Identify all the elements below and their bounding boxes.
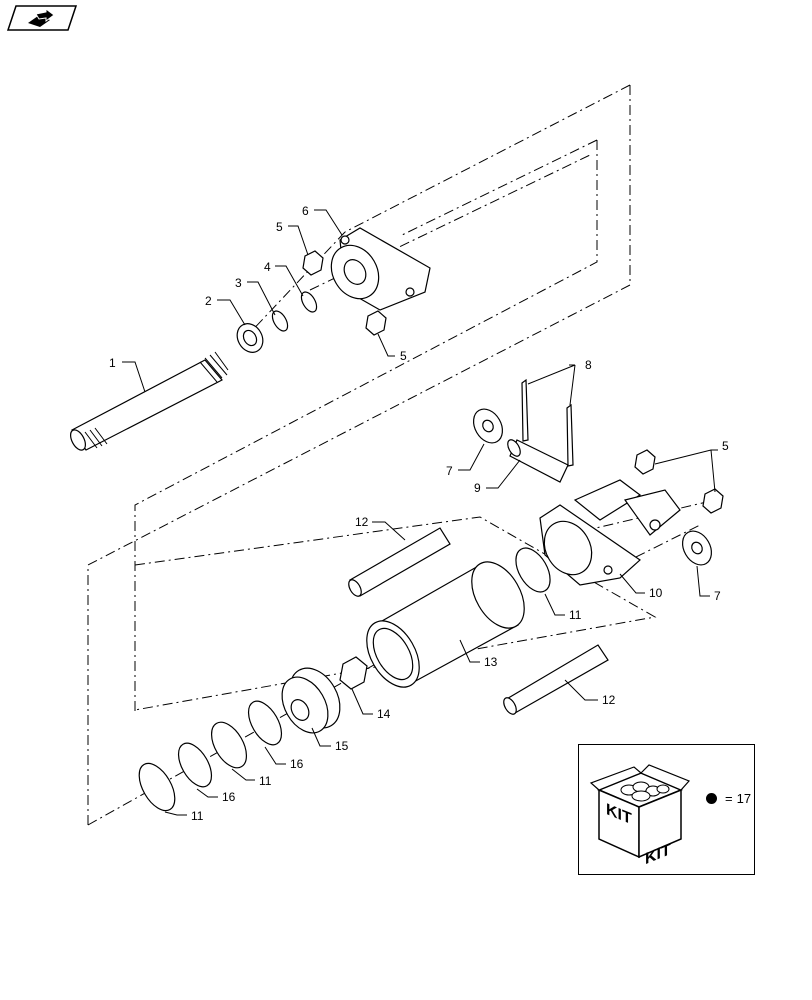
part-clevis-pin xyxy=(507,439,569,483)
callout-label: 1 xyxy=(109,356,116,370)
callout-label: 3 xyxy=(235,276,242,290)
callout-label: 15 xyxy=(335,739,349,753)
part-nut xyxy=(302,250,324,276)
callout-label: 12 xyxy=(355,515,369,529)
part-end-cap-upper xyxy=(330,227,431,311)
part-snap-ring xyxy=(271,310,289,332)
callout-label: 12 xyxy=(602,693,616,707)
part-backup-ring xyxy=(177,742,213,788)
part-nut xyxy=(339,656,368,690)
callout-label: 13 xyxy=(484,655,498,669)
part-nut xyxy=(702,488,724,514)
part-threaded-rod xyxy=(70,351,229,451)
part-piston xyxy=(281,667,341,734)
callout-label: 9 xyxy=(474,481,481,495)
callout-label: 5 xyxy=(722,439,729,453)
part-cotter-pin xyxy=(566,403,574,467)
callout-label: 5 xyxy=(400,349,407,363)
callout-label: 2 xyxy=(205,294,212,308)
part-tie-rod xyxy=(503,644,609,715)
bullet-icon xyxy=(706,793,717,804)
part-o-ring xyxy=(515,547,551,593)
part-end-cap-clevis xyxy=(539,479,681,586)
callout-label: 4 xyxy=(264,260,271,274)
callout-label: 7 xyxy=(446,464,453,478)
leader-lines xyxy=(122,209,718,816)
part-cotter-pin xyxy=(521,378,529,442)
nav-button[interactable] xyxy=(6,4,78,32)
callout-label: 16 xyxy=(222,790,236,804)
legend-equals: = xyxy=(725,791,733,806)
part-washer xyxy=(472,408,504,444)
part-nut xyxy=(634,449,656,475)
part-o-ring xyxy=(138,762,176,812)
legend-number: 17 xyxy=(736,791,752,806)
part-tie-rod xyxy=(348,527,451,597)
callout-label: 11 xyxy=(259,774,272,788)
callout-label: 11 xyxy=(191,809,204,823)
callout-label: 16 xyxy=(290,757,304,771)
part-washer xyxy=(681,530,713,566)
part-backup-ring xyxy=(247,700,283,746)
part-cylinder-barrel xyxy=(366,561,525,688)
callout-label: 8 xyxy=(585,358,592,372)
callout-label: 14 xyxy=(377,707,391,721)
kit-legend-box: KIT KIT = 17 xyxy=(578,744,755,875)
part-nut xyxy=(365,310,387,336)
callout-label: 10 xyxy=(649,586,663,600)
callout-label: 11 xyxy=(569,608,582,622)
callout-label: 5 xyxy=(276,220,283,234)
book-arrow-icon xyxy=(28,8,55,27)
assembly-outline-inner xyxy=(134,140,598,715)
kit-legend: = 17 xyxy=(706,791,751,806)
part-o-ring xyxy=(210,721,248,769)
callout-label: 7 xyxy=(714,589,721,603)
part-washer xyxy=(236,323,264,353)
kit-box-icon: KIT KIT xyxy=(589,764,691,868)
part-o-ring xyxy=(300,291,318,313)
assembly-outline-outer xyxy=(87,85,631,825)
callout-label: 6 xyxy=(302,204,309,218)
